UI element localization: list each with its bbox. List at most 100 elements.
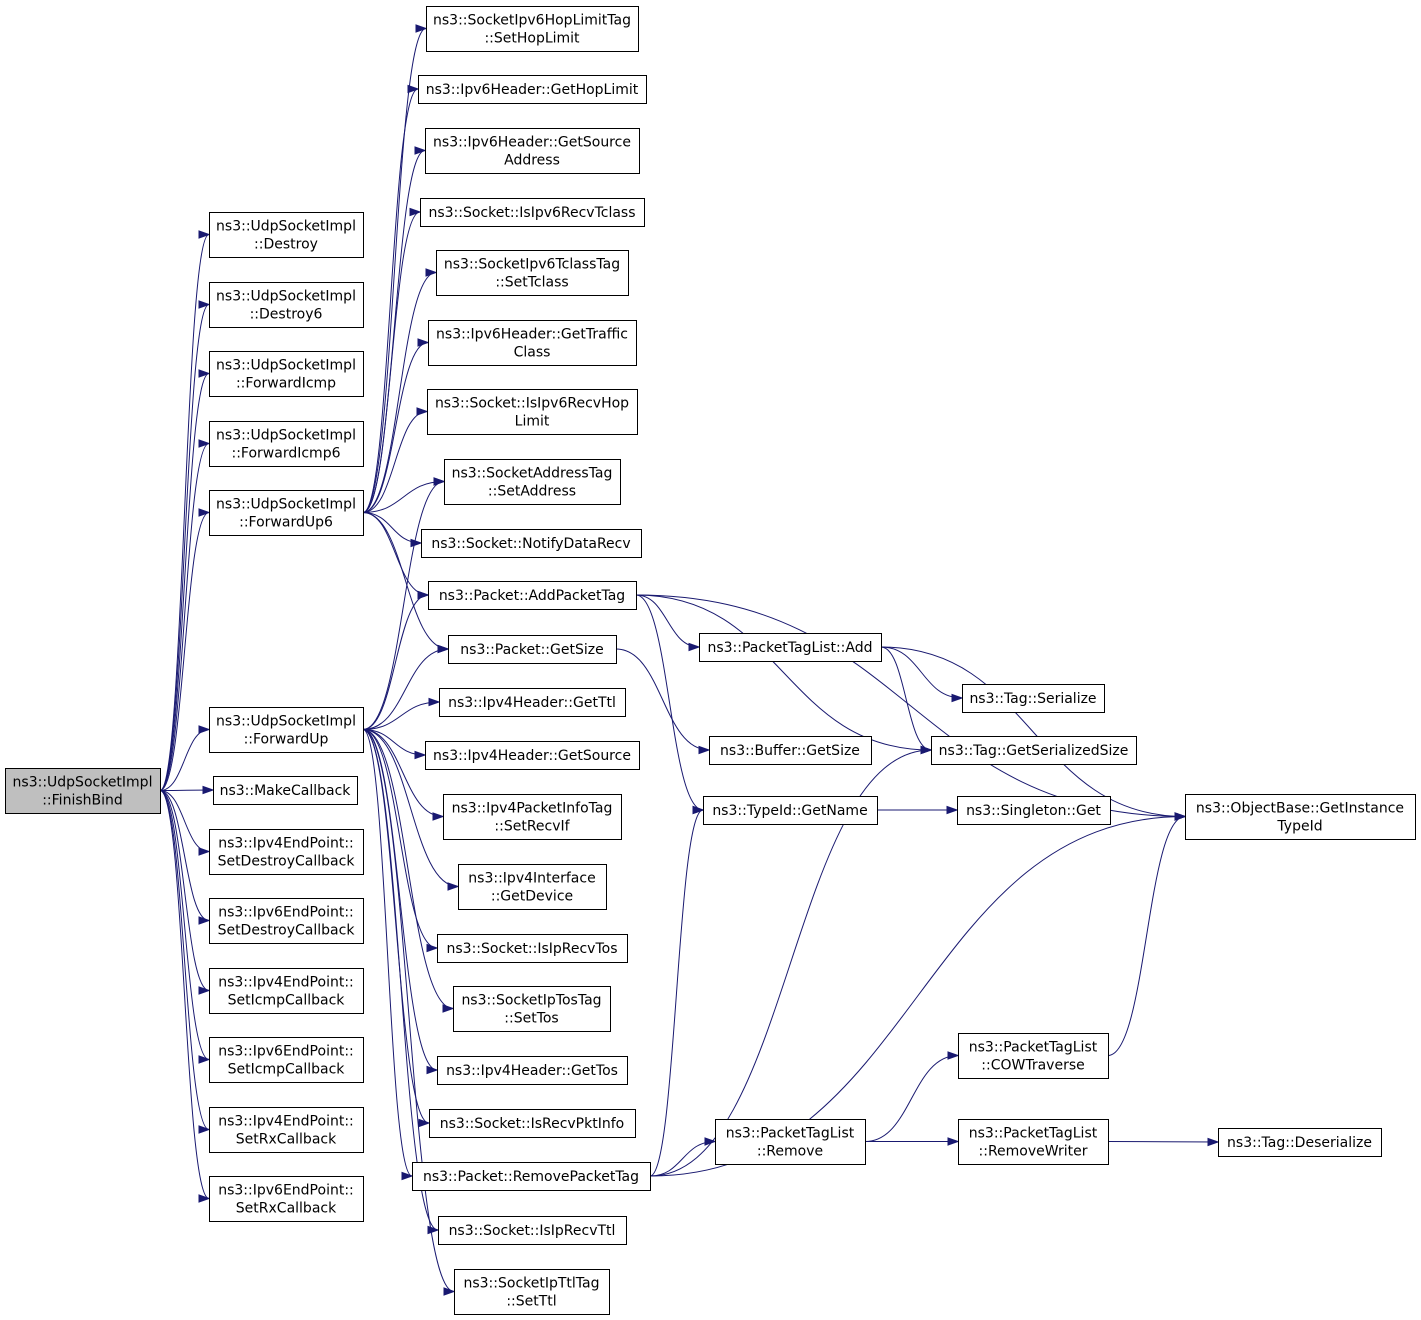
- edge-finishbind-to-ipv6ep_rx: [159, 790, 210, 1199]
- edge-forwardup-to-isiprecvttl: [362, 729, 439, 1231]
- node-label-ipv4ep_rx-line-1: SetRxCallback: [236, 1132, 337, 1148]
- node-destroy[interactable]: ns3::UdpSocketImpl::Destroy: [209, 212, 364, 258]
- node-tostag[interactable]: ns3::SocketIpTosTag::SetTos: [453, 986, 611, 1032]
- node-box-ipv6ep_destroy: [209, 898, 364, 944]
- node-label-singleton_get-line-0: ns3::Singleton::Get: [966, 803, 1101, 819]
- node-label-forwardup-line-1: ::ForwardUp: [244, 732, 329, 748]
- edge-ptl_add-to-tag_getserializedsize: [880, 646, 932, 751]
- node-ptl_cowtraverse[interactable]: ns3::PacketTagList::COWTraverse: [958, 1033, 1109, 1079]
- node-ptl_remove[interactable]: ns3::PacketTagList::Remove: [715, 1119, 866, 1165]
- node-label-pktinfotag-line-1: ::SetRecvIf: [494, 819, 570, 835]
- arrowhead-forwardup-to-addresstag: [433, 477, 446, 486]
- node-box-tclasstag: [436, 250, 629, 296]
- arrowhead-typeid_getname-to-singleton_get: [946, 805, 959, 815]
- node-ptl_add[interactable]: ns3::PacketTagList::Add: [699, 633, 882, 662]
- arrowhead-ptl_removewriter-to-tag_deserialize: [1207, 1137, 1220, 1147]
- node-ipv6ep_rx[interactable]: ns3::Ipv6EndPoint::SetRxCallback: [209, 1176, 364, 1222]
- node-removepackettag[interactable]: ns3::Packet::RemovePacketTag: [412, 1162, 651, 1191]
- node-forwardup[interactable]: ns3::UdpSocketImpl::ForwardUp: [209, 707, 364, 753]
- node-tag_serialize[interactable]: ns3::Tag::Serialize: [962, 684, 1105, 713]
- node-ptl_removewriter[interactable]: ns3::PacketTagList::RemoveWriter: [958, 1119, 1109, 1165]
- node-forwardicmp[interactable]: ns3::UdpSocketImpl::ForwardIcmp: [209, 351, 364, 397]
- node-ipv6_gethoplimit[interactable]: ns3::Ipv6Header::GetHopLimit: [418, 75, 647, 104]
- arrowhead-forwardup6-to-isipv6recvtclass: [409, 207, 422, 217]
- node-isiprecvttl[interactable]: ns3::Socket::IsIpRecvTtl: [438, 1216, 627, 1245]
- node-addresstag[interactable]: ns3::SocketAddressTag::SetAddress: [444, 459, 621, 505]
- node-ipv4_getttl[interactable]: ns3::Ipv4Header::GetTtl: [439, 688, 626, 717]
- node-label-pktinfotag-line-0: ns3::Ipv4PacketInfoTag: [452, 801, 613, 817]
- node-label-forwardicmp-line-0: ns3::UdpSocketImpl: [216, 358, 356, 374]
- node-ttltag[interactable]: ns3::SocketIpTtlTag::SetTtl: [454, 1269, 610, 1315]
- node-hoplimittag[interactable]: ns3::SocketIpv6HopLimitTag::SetHopLimit: [426, 6, 639, 52]
- node-label-addresstag-line-1: ::SetAddress: [488, 484, 576, 500]
- node-isipv6recvtclass[interactable]: ns3::Socket::IsIpv6RecvTclass: [420, 198, 645, 227]
- edge-forwardup6-to-ipv6_gettraffic: [362, 342, 429, 513]
- node-forwardup6[interactable]: ns3::UdpSocketImpl::ForwardUp6: [209, 490, 364, 536]
- node-box-forwardup: [209, 707, 364, 753]
- arrowhead-finishbind-to-ipv6ep_destroy: [198, 916, 211, 925]
- edge-forwardup-to-ipv4_gettos: [362, 729, 438, 1071]
- node-box-ipv6_getsource: [425, 128, 640, 174]
- node-label-ptl_add-line-0: ns3::PacketTagList::Add: [707, 640, 872, 656]
- node-tclasstag[interactable]: ns3::SocketIpv6TclassTag::SetTclass: [436, 250, 629, 296]
- node-ipv6ep_destroy[interactable]: ns3::Ipv6EndPoint::SetDestroyCallback: [209, 898, 364, 944]
- node-label-finishbind-line-0: ns3::UdpSocketImpl: [13, 775, 153, 791]
- node-ipv4_getsource[interactable]: ns3::Ipv4Header::GetSource: [425, 741, 640, 770]
- node-makecallback[interactable]: ns3::MakeCallback: [213, 776, 358, 805]
- node-packet_getsize[interactable]: ns3::Packet::GetSize: [448, 635, 617, 664]
- edge-ptl_remove-to-ptl_cowtraverse: [864, 1055, 959, 1142]
- arrowhead-forwardup-to-ipv4_gettos: [426, 1065, 439, 1075]
- node-label-hoplimittag-line-1: ::SetHopLimit: [484, 31, 580, 47]
- node-label-tostag-line-0: ns3::SocketIpTosTag: [461, 993, 601, 1009]
- node-ipv4ep_destroy[interactable]: ns3::Ipv4EndPoint::SetDestroyCallback: [209, 829, 364, 875]
- node-isiprecvtos[interactable]: ns3::Socket::IsIpRecvTos: [437, 934, 628, 963]
- node-ipv6ep_icmp[interactable]: ns3::Ipv6EndPoint::SetIcmpCallback: [209, 1037, 364, 1083]
- node-label-forwardup6-line-1: ::ForwardUp6: [239, 515, 333, 531]
- edge-finishbind-to-ipv4ep_icmp: [159, 790, 210, 991]
- node-box-hoplimittag: [426, 6, 639, 52]
- edge-forwardup-to-ipv4_getttl: [362, 701, 440, 730]
- node-isrecvpktinfo[interactable]: ns3::Socket::IsRecvPktInfo: [429, 1109, 636, 1138]
- node-addpackettag[interactable]: ns3::Packet::AddPacketTag: [428, 581, 637, 610]
- node-pktinfotag[interactable]: ns3::Ipv4PacketInfoTag::SetRecvIf: [443, 794, 622, 840]
- node-forwardicmp6[interactable]: ns3::UdpSocketImpl::ForwardIcmp6: [209, 421, 364, 467]
- node-label-forwardup-line-0: ns3::UdpSocketImpl: [216, 714, 356, 730]
- node-destroy6[interactable]: ns3::UdpSocketImpl::Destroy6: [209, 282, 364, 328]
- arrowhead-forwardup-to-packet_getsize: [437, 644, 450, 654]
- arrowhead-ptl_cowtraverse-to-objectbase_getinstancetypeid: [1174, 812, 1187, 821]
- node-box-tag_serialize: [962, 684, 1105, 713]
- node-box-ipv4_getsource: [425, 741, 640, 770]
- edge-forwardup-to-removepackettag: [362, 729, 413, 1177]
- node-box-ipv4ep_rx: [209, 1107, 364, 1153]
- node-label-ipv6_gethoplimit-line-0: ns3::Ipv6Header::GetHopLimit: [426, 82, 639, 98]
- node-singleton_get[interactable]: ns3::Singleton::Get: [957, 796, 1111, 825]
- node-label-isipv6recvhop-line-0: ns3::Socket::IsIpv6RecvHop: [435, 396, 629, 412]
- node-ipv4if_getdevice[interactable]: ns3::Ipv4Interface::GetDevice: [458, 864, 607, 910]
- node-tag_getserializedsize[interactable]: ns3::Tag::GetSerializedSize: [931, 736, 1137, 765]
- node-typeid_getname[interactable]: ns3::TypeId::GetName: [703, 796, 878, 825]
- node-buffer_getsize[interactable]: ns3::Buffer::GetSize: [709, 736, 872, 765]
- node-label-destroy-line-1: ::Destroy: [254, 237, 318, 253]
- node-label-ipv4_getsource-line-0: ns3::Ipv4Header::GetSource: [433, 748, 631, 764]
- node-box-notifydatarecv: [421, 529, 642, 558]
- node-box-isiprecvtos: [437, 934, 628, 963]
- node-label-ipv4if_getdevice-line-0: ns3::Ipv4Interface: [468, 871, 595, 887]
- node-ipv4_gettos[interactable]: ns3::Ipv4Header::GetTos: [437, 1056, 628, 1085]
- arrowhead-forwardup-to-ttltag: [443, 1287, 456, 1296]
- node-label-objectbase_getinstancetypeid-line-1: TypeId: [1276, 819, 1322, 835]
- edge-ptl_add-to-objectbase_getinstancetypeid: [880, 646, 1186, 817]
- node-label-ipv6_getsource-line-0: ns3::Ipv6Header::GetSource: [433, 135, 631, 151]
- node-ipv4ep_rx[interactable]: ns3::Ipv4EndPoint::SetRxCallback: [209, 1107, 364, 1153]
- node-label-ptl_removewriter-line-0: ns3::PacketTagList: [969, 1126, 1098, 1142]
- node-tag_deserialize[interactable]: ns3::Tag::Deserialize: [1218, 1128, 1382, 1157]
- node-label-ipv6_gettraffic-line-1: Class: [514, 345, 551, 361]
- arrowhead-finishbind-to-ipv4ep_rx: [198, 1125, 211, 1134]
- node-finishbind[interactable]: ns3::UdpSocketImpl::FinishBind: [5, 768, 161, 814]
- node-label-ptl_cowtraverse-line-0: ns3::PacketTagList: [969, 1040, 1098, 1056]
- node-notifydatarecv[interactable]: ns3::Socket::NotifyDataRecv: [421, 529, 642, 558]
- node-ipv4ep_icmp[interactable]: ns3::Ipv4EndPoint::SetIcmpCallback: [209, 968, 364, 1014]
